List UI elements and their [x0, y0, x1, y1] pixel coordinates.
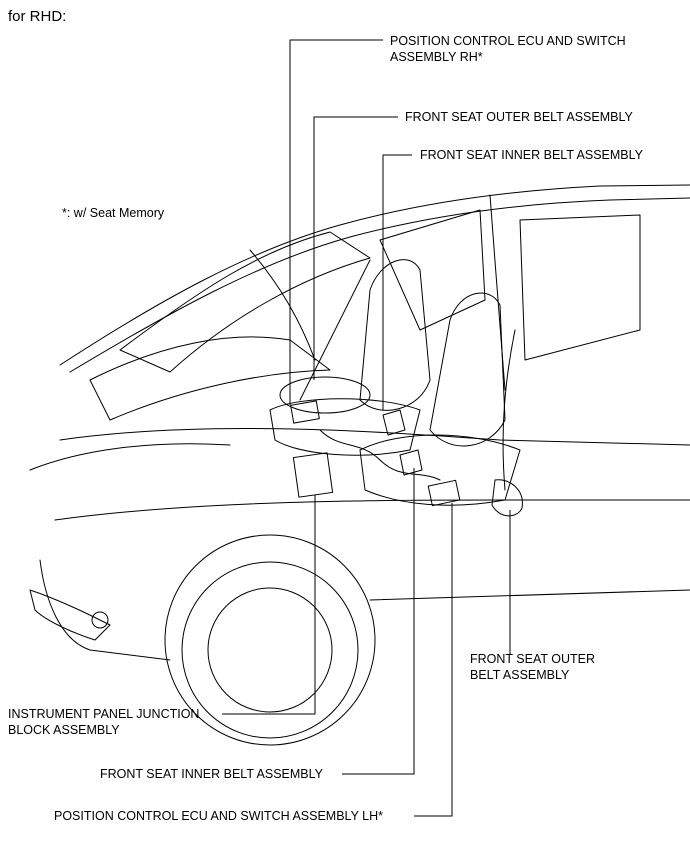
- a-pillar: [249, 249, 316, 361]
- outer-belt-lh-webbing: [502, 329, 516, 491]
- leader-ip-junction: [222, 495, 316, 715]
- windshield-frame: [119, 231, 371, 373]
- label-pos-ecu-rh-line1: POSITION CONTROL ECU AND SWITCH: [390, 34, 626, 48]
- front-bumper: [39, 559, 171, 661]
- label-pos-ecu-lh: POSITION CONTROL ECU AND SWITCH ASSEMBLY…: [54, 809, 383, 823]
- front-seat-rh: [359, 259, 431, 411]
- leader-pos-ecu-lh: [414, 503, 453, 817]
- diagram-variant-heading: for RHD:: [8, 8, 67, 25]
- retractor-lh: [491, 479, 523, 517]
- junction-block: [292, 452, 334, 498]
- ecu-rh-box: [290, 400, 320, 424]
- label-pos-ecu-rh-line2: ASSEMBLY RH*: [390, 50, 483, 64]
- leader-inner-belt-top: [382, 154, 412, 410]
- fog-lamp: [91, 611, 109, 629]
- label-outer-belt-right-line1: FRONT SEAT OUTER: [470, 652, 596, 666]
- hood-line: [29, 443, 231, 471]
- steering-wheel: [279, 376, 371, 414]
- ecu-lh-box: [427, 479, 461, 507]
- front-tire: [181, 561, 359, 739]
- label-inner-belt-top: FRONT SEAT INNER BELT ASSEMBLY: [420, 148, 643, 162]
- wiring-harness: [319, 429, 441, 481]
- headlight: [29, 589, 111, 641]
- leader-outer-belt-top: [313, 116, 398, 380]
- seat-cushion-rh: [269, 398, 421, 456]
- leader-inner-belt-bottom: [342, 468, 415, 775]
- body-side-lower: [54, 499, 690, 521]
- roof-inner-line: [69, 197, 690, 373]
- rear-door-window: [519, 214, 641, 361]
- seat-cushion-lh: [359, 434, 521, 506]
- label-outer-belt-top: FRONT SEAT OUTER BELT ASSEMBLY: [405, 110, 633, 124]
- inner-belt-lh-buckle: [399, 449, 423, 476]
- inner-belt-rh-buckle: [382, 409, 406, 436]
- leader-pos-ecu-rh: [289, 39, 383, 405]
- label-inner-belt-bottom: FRONT SEAT INNER BELT ASSEMBLY: [100, 767, 323, 781]
- outer-belt-rh-webbing: [299, 259, 371, 401]
- front-wheel-arch: [164, 534, 376, 746]
- body-side-upper: [59, 427, 690, 446]
- front-door-window: [379, 209, 486, 331]
- rocker-panel: [369, 589, 690, 601]
- front-seat-lh: [429, 292, 506, 447]
- label-outer-belt-right-line2: BELT ASSEMBLY: [470, 668, 570, 682]
- front-rim: [207, 587, 333, 713]
- label-ip-junction-line2: BLOCK ASSEMBLY: [8, 723, 120, 737]
- dashboard: [89, 336, 331, 421]
- label-ip-junction-line1: INSTRUMENT PANEL JUNCTION: [8, 707, 200, 721]
- roof-line: [59, 184, 690, 366]
- footnote: *: w/ Seat Memory: [62, 206, 165, 220]
